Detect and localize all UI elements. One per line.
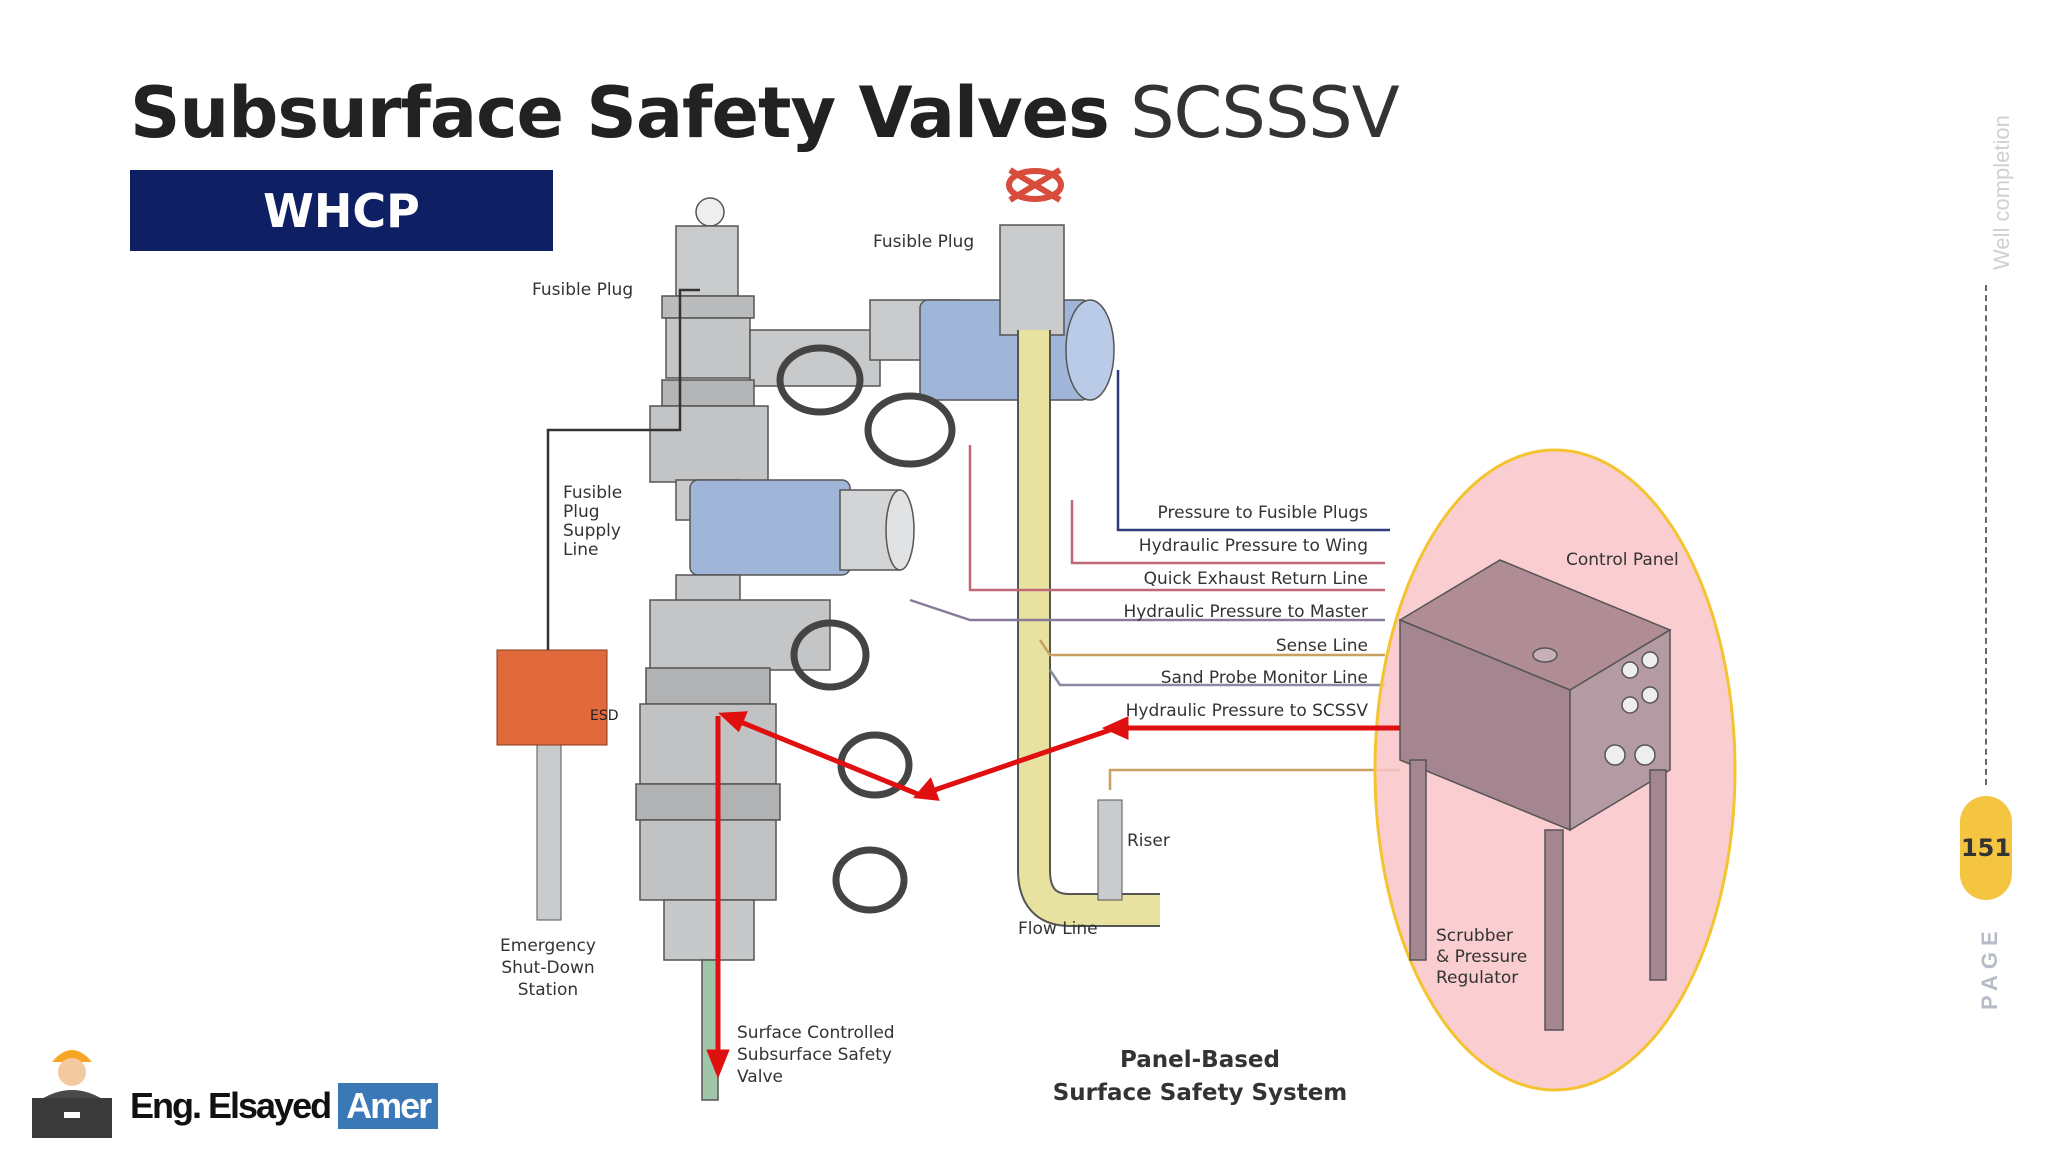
scrubber-label-3: Regulator: [1436, 968, 1518, 988]
line-label-fusible-plugs: Pressure to Fusible Plugs: [1158, 503, 1369, 523]
line-label-wing: Hydraulic Pressure to Wing: [1139, 536, 1368, 556]
flow-line-label: Flow Line: [1018, 919, 1098, 939]
esd-box-label: ESD: [590, 708, 619, 724]
line-label-master: Hydraulic Pressure to Master: [1123, 602, 1368, 622]
author-highlight: Amer: [338, 1083, 439, 1129]
system-title-1: Panel-Based: [1120, 1047, 1280, 1073]
author-name: Eng. Elsayed: [130, 1085, 332, 1126]
scssv-signal-arrows: [706, 711, 1400, 1079]
title-light: SCSSSV: [1130, 72, 1399, 154]
pressure-gauge-icon: [695, 197, 725, 227]
supply-line-label-4: Line: [563, 540, 598, 560]
engineer-avatar-icon: [32, 1050, 112, 1138]
fusible-plug-top-label: Fusible Plug: [873, 232, 974, 252]
control-panel: [1398, 559, 1672, 1031]
title-bold: Subsurface Safety Valves: [130, 72, 1110, 154]
scrubber-label-2: & Pressure: [1436, 947, 1527, 967]
esd-label-2: Shut-Down: [501, 958, 594, 978]
fusible-plug-left-label: Fusible Plug: [532, 280, 633, 300]
page-number: 151: [1960, 796, 2012, 900]
supply-line-label-1: Fusible: [563, 483, 622, 503]
flow-line-pipe: [1017, 330, 1160, 927]
system-title-2: Surface Safety System: [1053, 1080, 1348, 1106]
supply-line-label-3: Supply: [563, 521, 621, 541]
riser-label: Riser: [1127, 831, 1170, 851]
control-panel-label: Control Panel: [1566, 550, 1679, 570]
page-title: Subsurface Safety Valves SCSSSV: [130, 72, 1400, 154]
scssv-label-1: Surface Controlled: [737, 1023, 895, 1043]
side-divider: [1985, 285, 1987, 785]
section-tag: WHCP: [130, 170, 553, 251]
line-label-quick-exhaust: Quick Exhaust Return Line: [1144, 569, 1368, 589]
esd-station: ESD: [496, 649, 619, 921]
line-label-sand-probe: Sand Probe Monitor Line: [1161, 668, 1368, 688]
handwheel-icon: [776, 344, 956, 914]
supply-line-label-2: Plug: [563, 502, 600, 522]
scrubber-label-1: Scrubber: [1436, 926, 1513, 946]
esd-label-3: Station: [518, 980, 578, 1000]
diagram-labels: Fusible Plug Fusible Plug Fusible Plug S…: [500, 232, 1679, 1106]
line-label-sense: Sense Line: [1276, 636, 1368, 656]
line-label-scssv: Hydraulic Pressure to SCSSV: [1126, 701, 1369, 721]
scssv-label-2: Subsurface Safety: [737, 1045, 892, 1065]
scssv-label-3: Valve: [737, 1067, 783, 1087]
valve-wheel-icon: [1006, 167, 1064, 203]
control-lines: [546, 288, 1400, 790]
author-brand: Eng. Elsayed Amer: [130, 1083, 439, 1129]
esd-label-1: Emergency: [500, 936, 596, 956]
